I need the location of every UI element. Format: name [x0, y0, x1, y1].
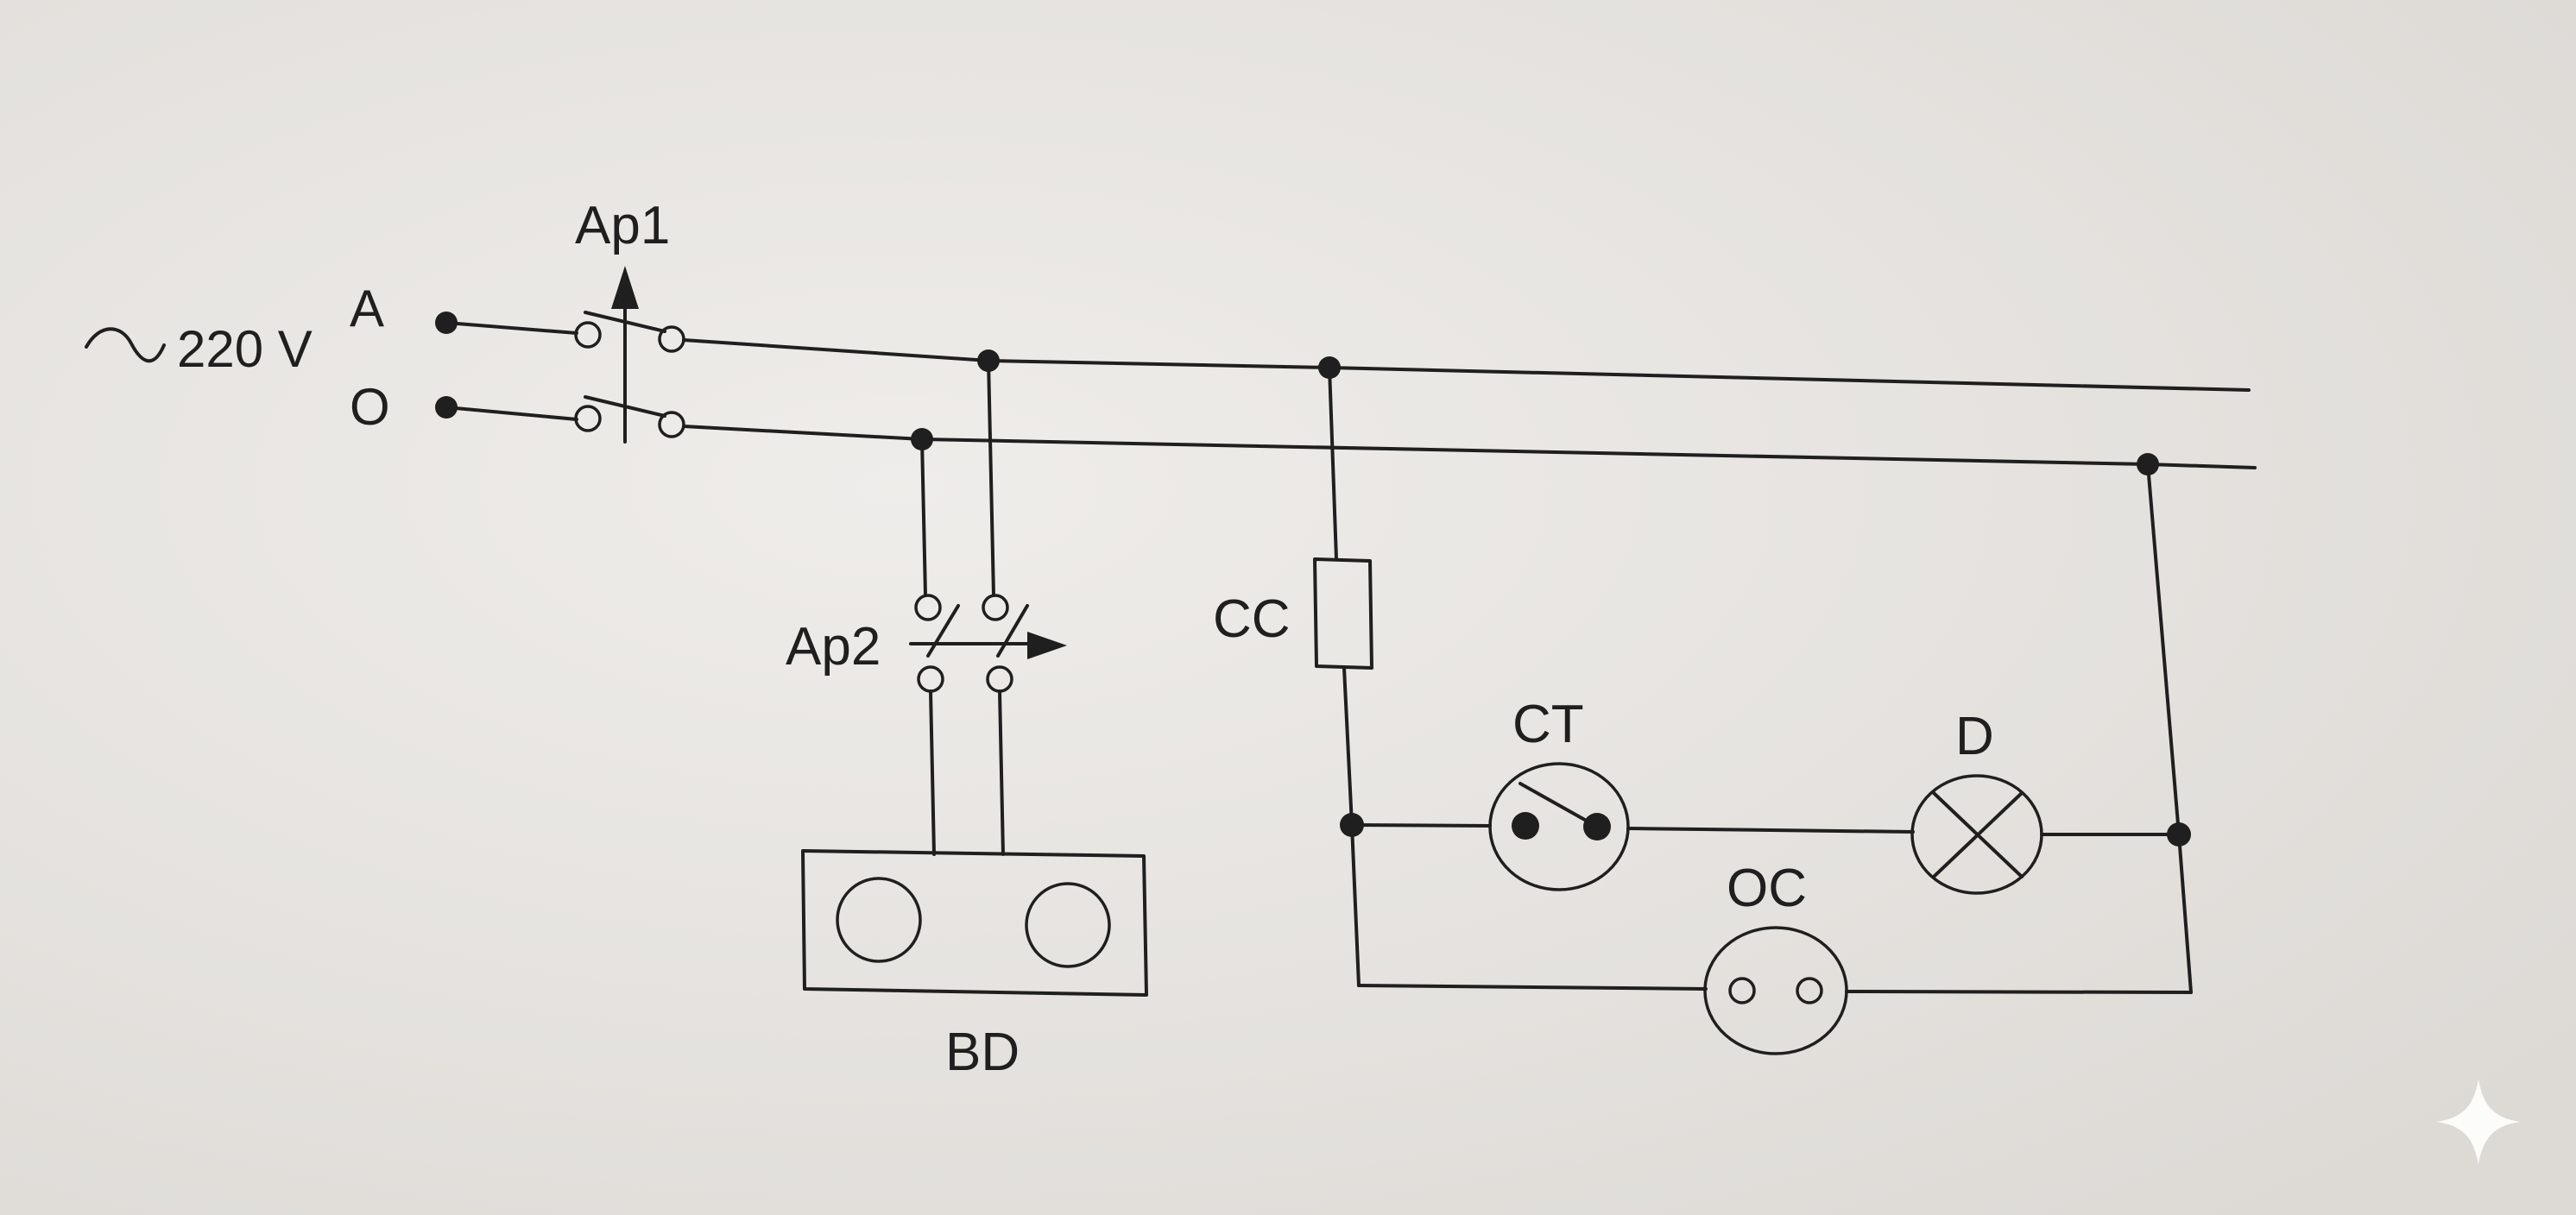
phase-label: A	[350, 280, 384, 337]
fuse-cc: CC	[1213, 557, 1373, 670]
main-breaker-label: Ap1	[575, 196, 670, 255]
switch-label: CT	[1512, 695, 1584, 754]
sparkle-icon	[2436, 1079, 2521, 1165]
neutral-label: O	[350, 378, 390, 436]
lighting-circuit: CC CT D	[1213, 366, 2193, 1055]
ac-source: 220 V A O	[85, 280, 390, 436]
arrow-right-icon	[1027, 632, 1067, 659]
lamp-label: D	[1955, 707, 1994, 766]
arrow-up-icon	[611, 266, 639, 309]
branch-socket-circuit: Ap2 BD	[786, 359, 1148, 1082]
switch-ct: CT	[1488, 695, 1630, 891]
voltage-label: 220 V	[177, 320, 313, 378]
branch-breaker-ap2: Ap2	[786, 594, 1067, 693]
fuse-label: CC	[1213, 589, 1291, 649]
neutral-line	[435, 396, 2257, 475]
ac-wave-icon	[85, 327, 166, 363]
phase-line	[435, 312, 2251, 392]
lamp-d: D	[1910, 707, 2043, 895]
socket-panel-bd: BD	[801, 849, 1148, 1082]
branch-breaker-label: Ap2	[786, 617, 881, 677]
socket-panel-label: BD	[945, 1023, 1020, 1082]
main-breaker-ap1: Ap1	[574, 196, 685, 444]
outlet-label: OC	[1727, 859, 1807, 918]
